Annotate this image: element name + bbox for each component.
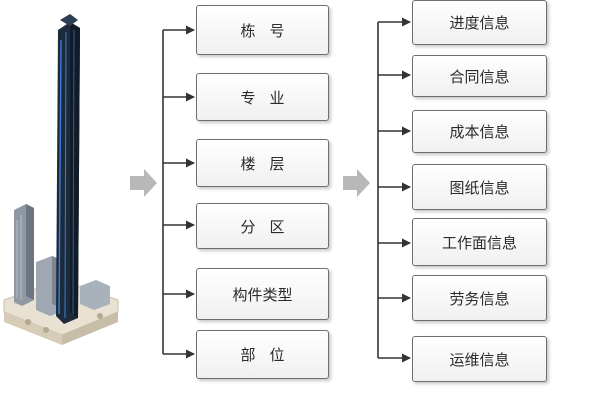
info-label: 成本信息 [449,123,510,141]
info-label: 图纸信息 [449,178,510,197]
attribute-label: 专业 [240,88,299,107]
attribute-box-building-number: 栋号 [196,5,329,55]
info-box-operation-maintenance: 运维信息 [412,336,547,382]
flow-arrow-icon [130,169,157,197]
flow-arrow-icon [343,169,370,197]
attribute-box-zone: 分区 [196,203,329,249]
info-box-progress: 进度信息 [412,0,547,45]
info-label: 工作面信息 [441,233,517,252]
attribute-box-location: 部位 [196,330,329,379]
attribute-box-floor: 楼层 [196,139,329,187]
info-label: 合同信息 [449,67,510,86]
info-box-drawings: 图纸信息 [412,164,547,210]
info-box-cost: 成本信息 [412,110,547,153]
info-box-contract: 合同信息 [412,55,547,97]
building-model-image [3,14,119,345]
attribute-box-component-type: 构件类型 [196,268,329,320]
attribute-label: 部位 [240,346,299,364]
info-box-labor: 劳务信息 [412,275,547,321]
attribute-label: 构件类型 [232,285,293,304]
info-label: 劳务信息 [449,289,510,308]
attribute-box-discipline: 专业 [196,73,329,121]
attribute-connector [162,25,195,359]
attribute-label: 栋号 [240,21,299,40]
info-label: 进度信息 [449,14,510,32]
info-box-work-face: 工作面信息 [412,218,547,266]
attribute-label: 楼层 [240,154,299,173]
attribute-label: 分区 [240,217,299,236]
info-label: 运维信息 [449,350,510,369]
information-connector [377,17,411,363]
